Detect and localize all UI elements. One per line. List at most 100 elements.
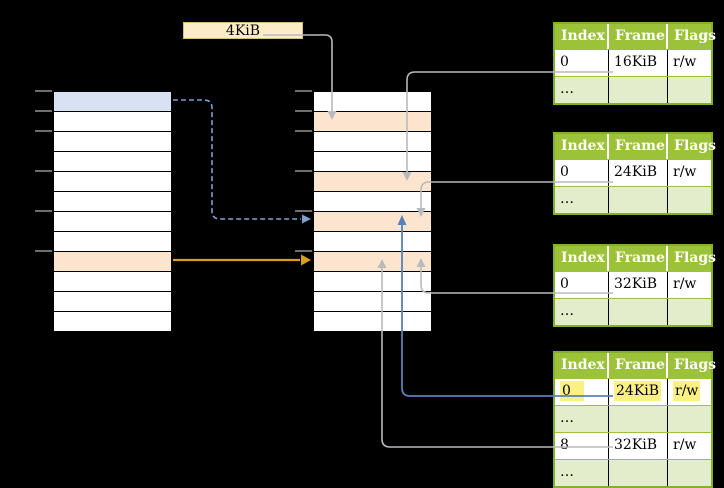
pt-cell-flags — [668, 299, 711, 325]
pt-cell-index: … — [555, 187, 609, 213]
pm-address-tick — [295, 130, 312, 132]
pt-cell-frame: 24KiB — [609, 160, 668, 186]
pt-cell-frame — [609, 406, 668, 432]
pm-row-8 — [314, 252, 431, 272]
pt-cell-index: 0 — [555, 50, 609, 76]
pm-row-11 — [314, 312, 431, 331]
vm-address-tick — [35, 210, 52, 212]
vm-address-tick — [35, 90, 52, 92]
vm-row-6 — [54, 212, 171, 232]
pt-cell-flags — [668, 77, 711, 103]
pt-header-frame: Frame — [609, 134, 668, 159]
pm-row-10 — [314, 292, 431, 312]
pm-row-5 — [314, 192, 431, 212]
pt-row: … — [555, 405, 711, 432]
pt-cell-index: 8 — [555, 433, 609, 459]
pt-cell-frame: 32KiB — [609, 272, 668, 298]
pm-row-9 — [314, 272, 431, 292]
virtual-memory-table — [53, 91, 172, 332]
pt-cell-frame — [609, 77, 668, 103]
pt-cell-index: … — [555, 406, 609, 432]
pt-cell-flags — [668, 460, 711, 486]
pt-header-index: Index — [555, 353, 609, 378]
pt-row: 0 24KiB r/w — [555, 378, 711, 405]
vm-row-9 — [54, 272, 171, 292]
vm-row-1 — [54, 112, 171, 132]
pm-row-6 — [314, 212, 431, 232]
pt-header-frame: Frame — [609, 246, 668, 271]
vm-row-10 — [54, 292, 171, 312]
pt-header-frame: Frame — [609, 24, 668, 49]
pt-cell-flags: r/w — [668, 379, 711, 405]
pm-row-4 — [314, 172, 431, 192]
pt-cell-index: 0 — [555, 379, 609, 405]
pt-cell-frame — [609, 299, 668, 325]
pt-cell-index: 0 — [555, 160, 609, 186]
highlighted-value: 0 — [560, 381, 584, 401]
pt-cell-index: … — [555, 77, 609, 103]
pt-cell-flags: r/w — [673, 276, 697, 292]
vm-row-0 — [54, 92, 171, 112]
pt-header-flags: Flags — [674, 250, 716, 266]
page-size-box: 4KiB — [183, 22, 303, 39]
arrow-virtual-orange — [173, 254, 311, 266]
pt-header-flags: Flags — [674, 28, 716, 44]
pm-row-7 — [314, 232, 431, 252]
pt-cell-flags: r/w — [673, 437, 697, 453]
pm-address-tick — [295, 250, 312, 252]
vm-row-2 — [54, 132, 171, 152]
pm-row-1 — [314, 112, 431, 132]
vm-address-tick — [35, 170, 52, 172]
pt-header-index: Index — [555, 134, 609, 159]
highlighted-value: r/w — [673, 381, 701, 401]
vm-row-7 — [54, 232, 171, 252]
vm-address-tick — [35, 130, 52, 132]
pt-row: … — [555, 186, 711, 213]
pt-row: … — [555, 76, 711, 103]
vm-row-11 — [54, 312, 171, 331]
pt-cell-flags — [668, 406, 711, 432]
pt-cell-frame: 24KiB — [609, 379, 668, 405]
highlighted-value: 24KiB — [614, 381, 662, 401]
vm-address-tick — [35, 110, 52, 112]
pm-row-2 — [314, 132, 431, 152]
pt-cell-frame — [609, 460, 668, 486]
pt-cell-index: … — [555, 299, 609, 325]
pt-cell-flags — [668, 187, 711, 213]
vm-row-3 — [54, 152, 171, 172]
pt-cell-flags: r/w — [673, 54, 697, 70]
pt-cell-index: 0 — [555, 272, 609, 298]
pt-header-flags: Flags — [674, 357, 716, 373]
physical-memory-table — [313, 91, 432, 332]
vm-address-tick — [35, 250, 52, 252]
page-size-label: 4KiB — [225, 22, 261, 39]
pm-address-tick — [295, 90, 312, 92]
pt-cell-flags: r/w — [673, 164, 697, 180]
pt-cell-index: … — [555, 460, 609, 486]
pm-row-0 — [314, 92, 431, 112]
pm-row-3 — [314, 152, 431, 172]
pt-cell-frame: 16KiB — [609, 50, 668, 76]
vm-row-4 — [54, 172, 171, 192]
pt-cell-frame: 32KiB — [609, 433, 668, 459]
pm-address-tick — [295, 210, 312, 212]
arrow-virtual-blue-dashed — [173, 99, 311, 224]
pm-address-tick — [295, 170, 312, 172]
vm-row-5 — [54, 192, 171, 212]
pt-row: … — [555, 298, 711, 325]
pt-header-flags: Flags — [674, 138, 716, 154]
vm-row-8 — [54, 252, 171, 272]
